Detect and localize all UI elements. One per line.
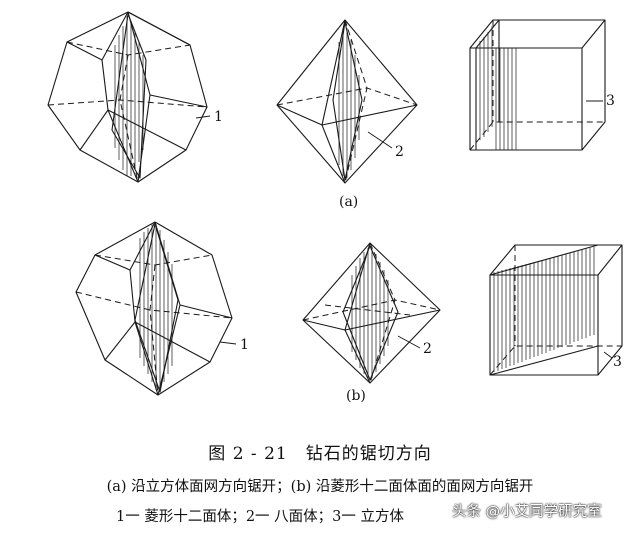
rhombic-dodecahedron-b xyxy=(75,221,237,396)
row-label-a: (a) xyxy=(339,194,358,210)
rhombic-dodecahedron-a xyxy=(47,11,211,183)
callout-1-a: 1 xyxy=(214,109,223,125)
figure-title: 图 2 - 21 钻石的锯切方向 xyxy=(208,444,432,464)
callout-3-b: 3 xyxy=(613,354,622,370)
callout-2-a: 2 xyxy=(395,144,404,160)
figure-subcaption-1: (a) 沿立方体面网方向锯开；(b) 沿菱形十二面体面的面网方向锯开 xyxy=(106,479,534,495)
watermark: 头条 @小艾同学研究室 xyxy=(452,504,602,520)
cube-a xyxy=(469,19,606,151)
crystal-cutting-diagram: 1 2 xyxy=(47,11,623,404)
octahedron-b xyxy=(302,242,441,384)
figure-subcaption-2: 1一 菱形十二面体；2一 八面体；3一 立方体 xyxy=(115,509,404,525)
row-label-b: (b) xyxy=(346,388,366,404)
callout-1-b: 1 xyxy=(240,337,249,353)
octahedron-a xyxy=(276,19,418,184)
cube-b xyxy=(489,244,623,376)
callout-3-a: 3 xyxy=(606,93,615,109)
callout-2-b: 2 xyxy=(423,341,432,357)
